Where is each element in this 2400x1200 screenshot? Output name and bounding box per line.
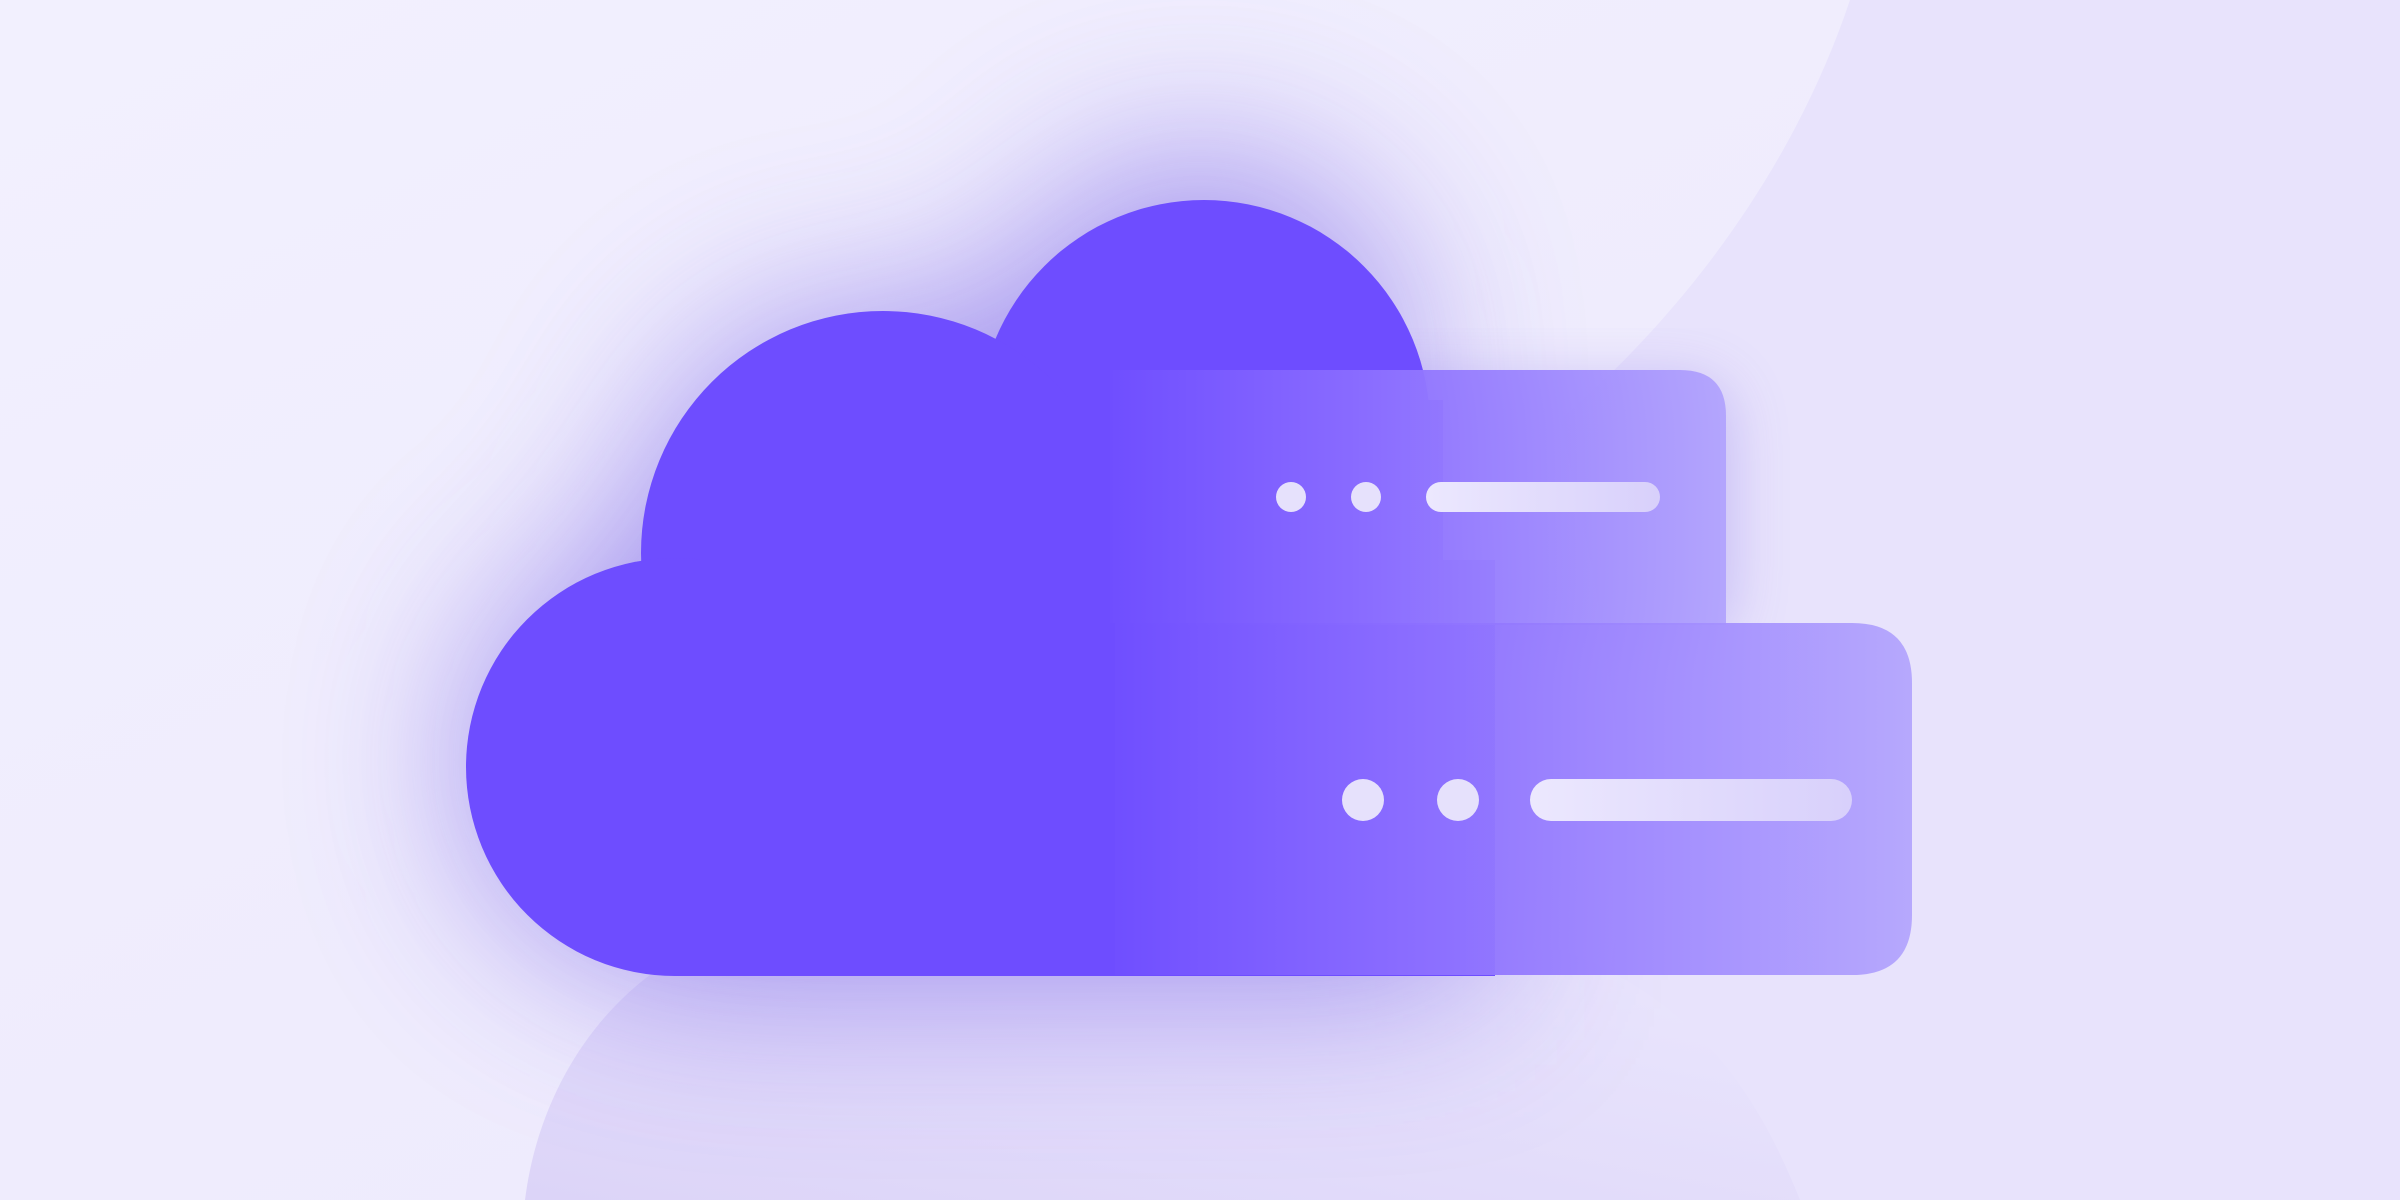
background-shape-bottom — [525, 950, 1800, 1200]
status-dot-icon — [1351, 482, 1381, 512]
drive-slot-icon — [1426, 482, 1660, 512]
status-dot-icon — [1276, 482, 1306, 512]
status-dot-icon — [1342, 779, 1384, 821]
cloud-body-overlap — [675, 623, 1115, 975]
status-dot-icon — [1437, 779, 1479, 821]
server-unit-top — [1110, 370, 1726, 625]
drive-slot-icon — [1530, 779, 1852, 821]
server-icon — [1110, 370, 1912, 975]
server-unit-bottom — [1110, 623, 1912, 975]
